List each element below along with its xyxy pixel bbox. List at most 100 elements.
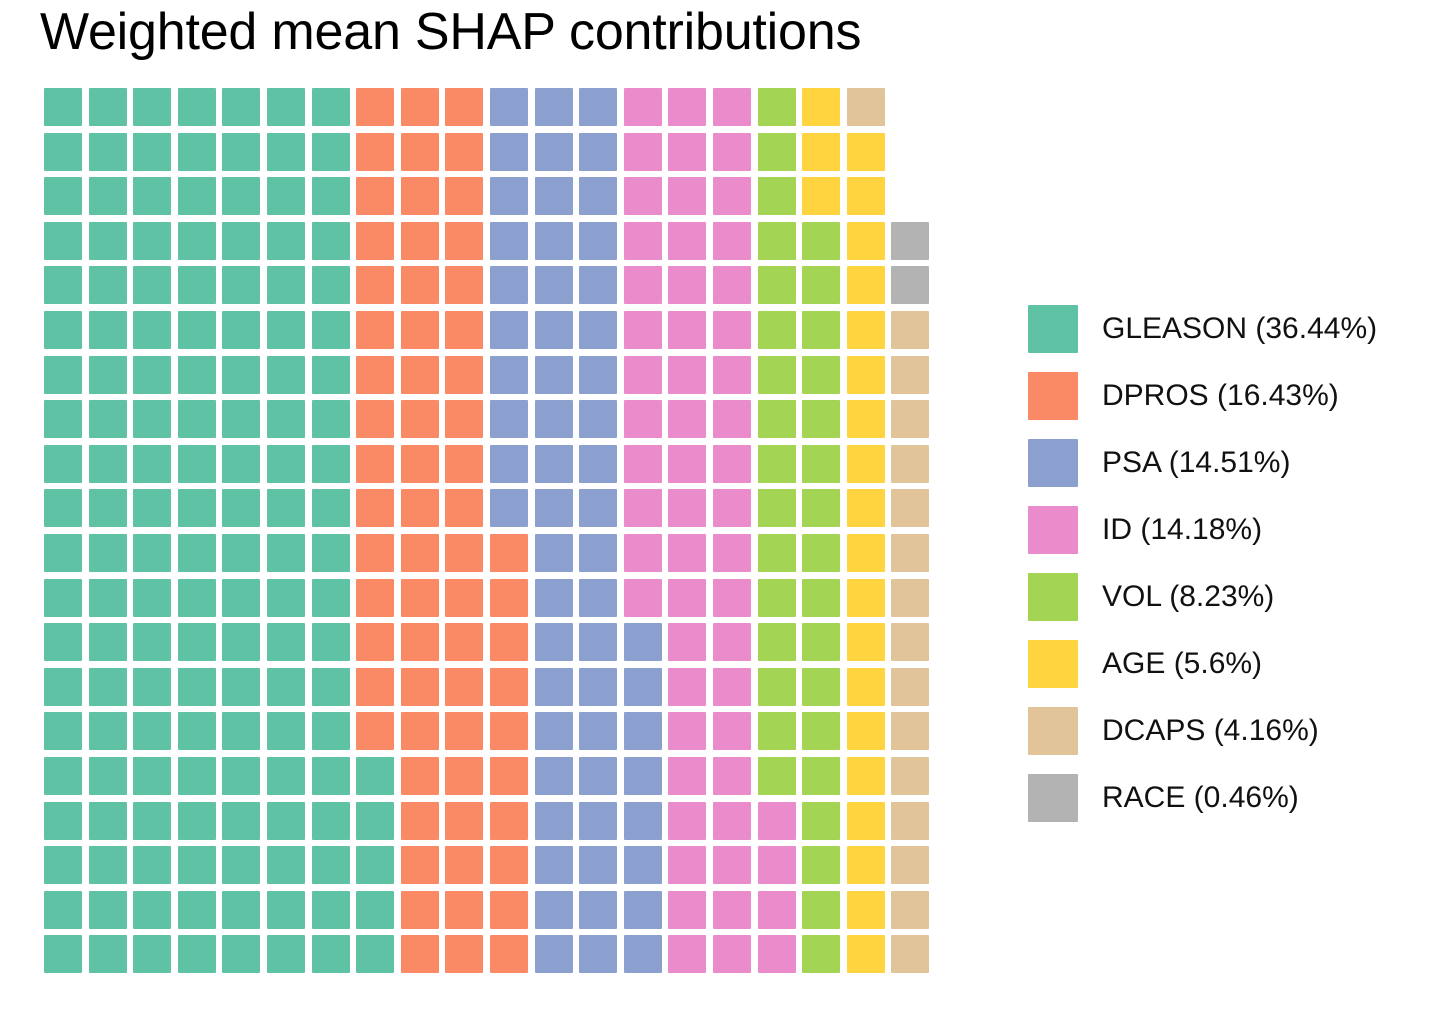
waffle-row <box>44 400 984 439</box>
waffle-cell-gleason <box>266 578 305 617</box>
waffle-cell-vol <box>757 310 796 349</box>
waffle-cell-gleason <box>222 88 261 126</box>
waffle-cell-vol <box>802 712 841 751</box>
waffle-cell-gleason <box>266 132 305 171</box>
waffle-cell-gleason <box>356 846 395 885</box>
waffle-cell-gleason <box>44 400 82 439</box>
waffle-cell-dpros <box>356 132 395 171</box>
waffle-cell-gleason <box>222 177 261 216</box>
legend-label-vol: VOL (8.23%) <box>1102 580 1275 613</box>
waffle-cell-gleason <box>88 890 127 929</box>
waffle-cell-gleason <box>222 801 261 840</box>
legend-item-dcaps[interactable]: DCAPS (4.16%) <box>1028 707 1377 755</box>
waffle-cell-age <box>846 489 885 528</box>
waffle-cell-vol <box>757 132 796 171</box>
waffle-cell-dpros <box>445 355 484 394</box>
legend-swatch-race <box>1028 774 1078 822</box>
waffle-cell-dcaps <box>891 400 930 439</box>
waffle-cell-gleason <box>44 177 82 216</box>
waffle-cell-gleason <box>88 132 127 171</box>
waffle-cell-gleason <box>177 310 216 349</box>
waffle-cell-id <box>712 221 751 260</box>
waffle-cell-dpros <box>400 533 439 572</box>
waffle-row <box>44 221 984 260</box>
waffle-cell-gleason <box>133 712 172 751</box>
waffle-cell-gleason <box>88 712 127 751</box>
waffle-cell-dpros <box>356 533 395 572</box>
waffle-cell-vol <box>757 623 796 662</box>
waffle-cell-gleason <box>88 88 127 126</box>
legend-item-vol[interactable]: VOL (8.23%) <box>1028 573 1377 621</box>
waffle-cell-id <box>668 132 707 171</box>
waffle-cell-psa <box>579 132 618 171</box>
waffle-cell-dpros <box>445 533 484 572</box>
waffle-cell-gleason <box>222 712 261 751</box>
waffle-cell-dpros <box>489 712 528 751</box>
waffle-cell-gleason <box>88 444 127 483</box>
waffle-cell-psa <box>489 444 528 483</box>
waffle-cell-gleason <box>222 355 261 394</box>
waffle-cell-id <box>668 533 707 572</box>
waffle-cell-gleason <box>177 623 216 662</box>
waffle-cell-gleason <box>177 890 216 929</box>
waffle-cell-gleason <box>177 221 216 260</box>
waffle-cell-id <box>668 712 707 751</box>
waffle-cell-gleason <box>266 667 305 706</box>
waffle-cell-gleason <box>222 444 261 483</box>
waffle-cell-dpros <box>489 623 528 662</box>
waffle-cell-gleason <box>311 221 350 260</box>
waffle-cell-gleason <box>133 756 172 795</box>
waffle-cell-dcaps <box>891 310 930 349</box>
waffle-row <box>44 890 984 929</box>
waffle-cell-dpros <box>445 221 484 260</box>
legend-label-psa: PSA (14.51%) <box>1102 446 1291 479</box>
legend-item-race[interactable]: RACE (0.46%) <box>1028 774 1377 822</box>
waffle-cell-dpros <box>445 890 484 929</box>
waffle-cell-psa <box>489 355 528 394</box>
waffle-row <box>44 667 984 706</box>
waffle-cell-id <box>668 623 707 662</box>
legend-swatch-id <box>1028 506 1078 554</box>
waffle-cell-psa <box>489 132 528 171</box>
waffle-cell-id <box>668 756 707 795</box>
waffle-cell-dpros <box>445 935 484 974</box>
waffle-cell-gleason <box>311 667 350 706</box>
waffle-cell-gleason <box>222 533 261 572</box>
waffle-cell-id <box>623 444 662 483</box>
legend-item-psa[interactable]: PSA (14.51%) <box>1028 439 1377 487</box>
waffle-cell-psa <box>534 355 573 394</box>
waffle-cell-vol <box>802 310 841 349</box>
waffle-cell-psa <box>579 890 618 929</box>
waffle-cell-gleason <box>266 935 305 974</box>
legend-item-id[interactable]: ID (14.18%) <box>1028 506 1377 554</box>
waffle-cell-gleason <box>133 310 172 349</box>
legend-item-dpros[interactable]: DPROS (16.43%) <box>1028 372 1377 420</box>
waffle-cell-id <box>712 310 751 349</box>
waffle-cell-dpros <box>445 88 484 126</box>
waffle-cell-dpros <box>400 355 439 394</box>
waffle-cell-vol <box>757 756 796 795</box>
legend-item-gleason[interactable]: GLEASON (36.44%) <box>1028 305 1377 353</box>
waffle-cell-gleason <box>266 801 305 840</box>
waffle-cell-id <box>668 177 707 216</box>
waffle-cell-race <box>891 266 930 305</box>
waffle-cell-age <box>846 310 885 349</box>
waffle-cell-id <box>623 355 662 394</box>
waffle-cell-age <box>802 132 841 171</box>
waffle-cell-id <box>623 266 662 305</box>
legend-item-age[interactable]: AGE (5.6%) <box>1028 640 1377 688</box>
waffle-cell-dcaps <box>891 846 930 885</box>
waffle-cell-dpros <box>400 489 439 528</box>
waffle-cell-gleason <box>266 623 305 662</box>
waffle-cell-gleason <box>311 88 350 126</box>
waffle-cell-gleason <box>222 310 261 349</box>
waffle-cell-id <box>623 533 662 572</box>
waffle-cell-vol <box>757 712 796 751</box>
waffle-cell-dpros <box>400 801 439 840</box>
waffle-cell-gleason <box>266 533 305 572</box>
waffle-cell-psa <box>579 177 618 216</box>
waffle-cell-id <box>668 355 707 394</box>
waffle-cell-age <box>846 935 885 974</box>
waffle-cell-id <box>623 88 662 126</box>
waffle-cell-psa <box>623 935 662 974</box>
